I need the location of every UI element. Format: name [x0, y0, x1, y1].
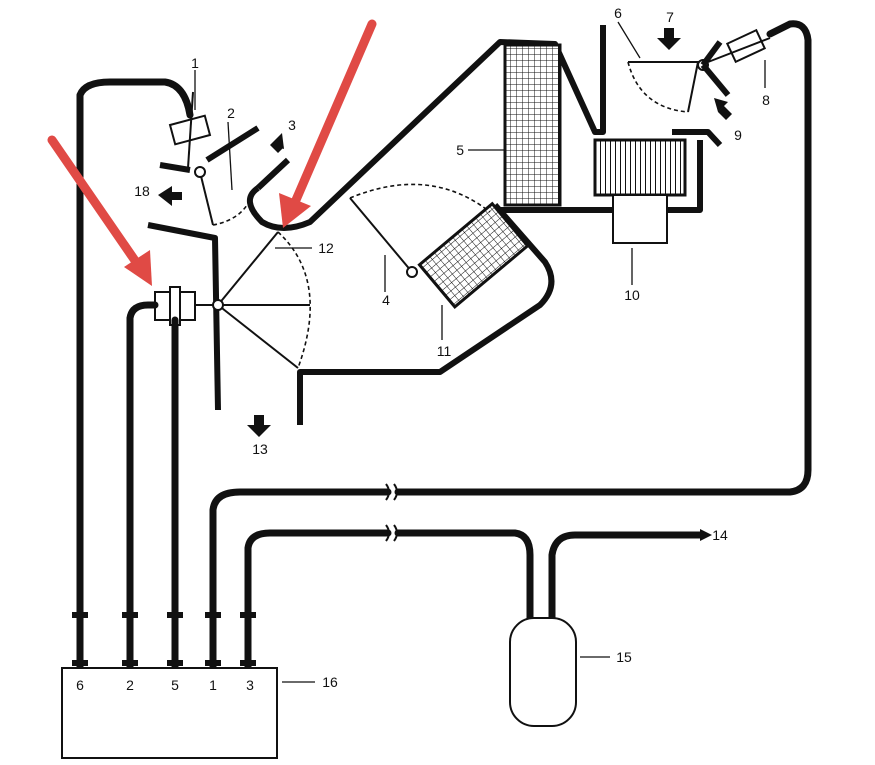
highlight-arrowhead-left: [124, 250, 152, 286]
callout-3: 3: [288, 117, 296, 133]
module-port-label: 3: [246, 677, 254, 693]
airflow-arrows: [158, 28, 732, 437]
mode-doors: [194, 40, 731, 369]
vacuum-hoses: [72, 20, 812, 672]
highlight-arrows: [47, 19, 377, 286]
leader-lines: [194, 21, 766, 683]
callout-1: 1: [191, 55, 199, 71]
highlight-arrow-left: [47, 135, 141, 267]
callout-11: 11: [437, 343, 452, 359]
module-port-label: 5: [171, 677, 179, 693]
control-module: [61, 667, 278, 759]
vacuum-actuator-1: [168, 91, 212, 169]
callout-7: 7: [666, 9, 674, 25]
callout-labels: 1 2 3 4 5 6 7 8 9 10 11 12 13 14 15 16 1…: [134, 5, 770, 690]
highlight-arrow-top: [291, 19, 377, 205]
vacuum-actuator-8: [707, 28, 771, 64]
evaporator-core: [503, 43, 562, 207]
module-port-label: 1: [209, 677, 217, 693]
blower-wheel: [593, 138, 687, 197]
module-port-label: 6: [76, 677, 84, 693]
highlight-arrowhead-top: [279, 193, 311, 228]
callout-16: 16: [322, 674, 338, 690]
callout-9: 9: [734, 127, 742, 143]
callout-12: 12: [318, 240, 334, 256]
vacuum-actuator-main: [154, 286, 214, 326]
callout-8: 8: [762, 92, 770, 108]
vacuum-reservoir: [509, 617, 577, 727]
callout-6: 6: [614, 5, 622, 21]
duct-housing: [147, 25, 723, 425]
callout-2: 2: [227, 105, 235, 121]
callout-13: 13: [252, 441, 268, 457]
callout-18: 18: [134, 183, 150, 199]
blower-motor: [612, 194, 668, 244]
callout-14: 14: [712, 527, 728, 543]
module-port-label: 2: [126, 677, 134, 693]
callout-10: 10: [624, 287, 640, 303]
callout-5: 5: [456, 142, 464, 158]
callout-4: 4: [382, 292, 390, 308]
heater-core: [417, 201, 530, 310]
callout-15: 15: [616, 649, 632, 665]
